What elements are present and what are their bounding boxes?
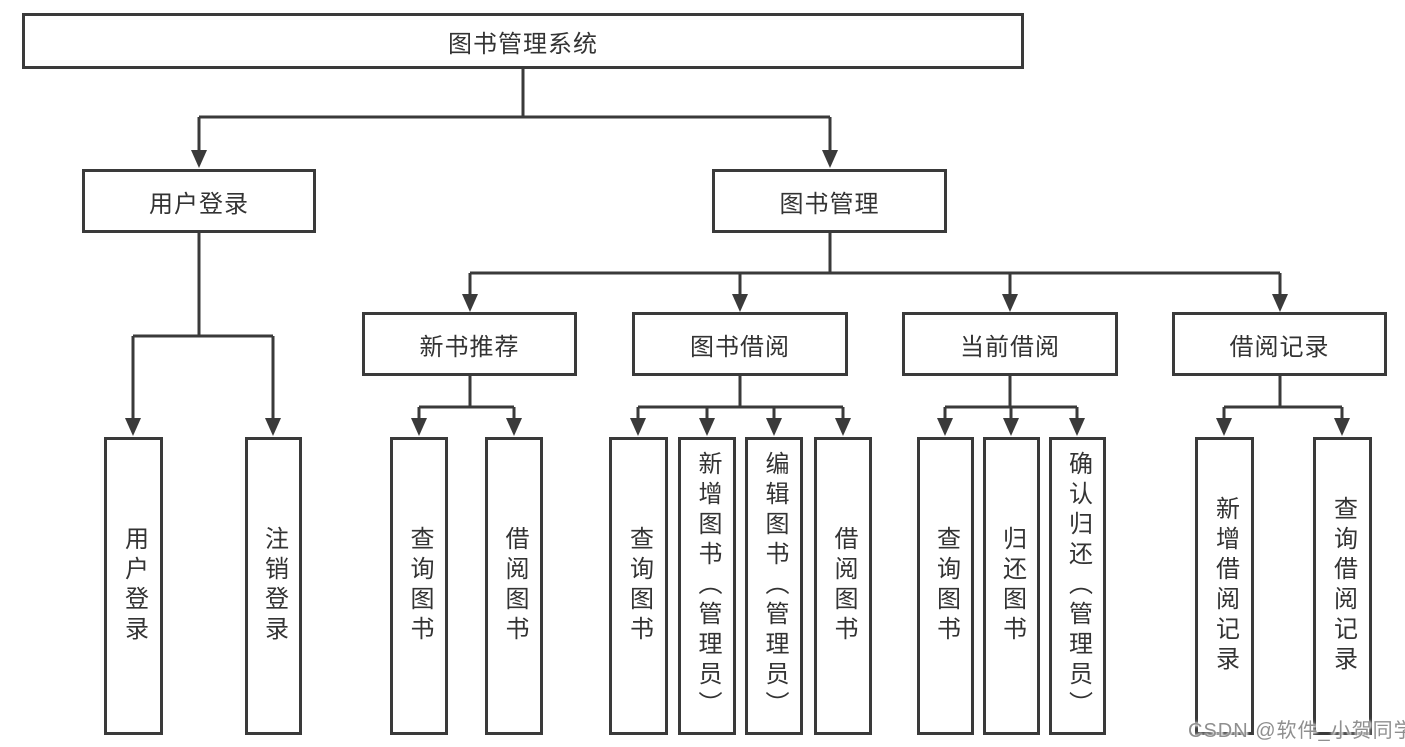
leaf-current-confirm-admin: 确认归还（管理员） — [1049, 437, 1106, 735]
leaf-record-add: 新增借阅记录 — [1195, 437, 1254, 735]
leaf-record-query: 查询借阅记录 — [1313, 437, 1372, 735]
leaf-borrow-edit-admin: 编辑图书（管理员） — [745, 437, 803, 735]
leaf-borrow-add-admin: 新增图书（管理员） — [678, 437, 736, 735]
leaf-current-return: 归还图书 — [983, 437, 1040, 735]
node-borrow-record: 借阅记录 — [1172, 312, 1387, 376]
node-book-management: 图书管理 — [712, 169, 947, 233]
csdn-watermark: CSDN @软件_小贺同学 — [1188, 720, 1405, 742]
leaf-borrow-query: 查询图书 — [609, 437, 668, 735]
node-new-book-recommend: 新书推荐 — [362, 312, 577, 376]
leaf-current-query: 查询图书 — [917, 437, 974, 735]
node-current-borrow: 当前借阅 — [902, 312, 1118, 376]
leaf-user-login: 用户登录 — [104, 437, 163, 735]
node-user-login: 用户登录 — [82, 169, 316, 233]
leaf-newbook-borrow: 借阅图书 — [485, 437, 543, 735]
leaf-newbook-query: 查询图书 — [390, 437, 448, 735]
node-library-system: 图书管理系统 — [22, 13, 1024, 69]
leaf-logout: 注销登录 — [245, 437, 302, 735]
leaf-borrow-borrow: 借阅图书 — [814, 437, 872, 735]
node-book-borrow: 图书借阅 — [632, 312, 848, 376]
